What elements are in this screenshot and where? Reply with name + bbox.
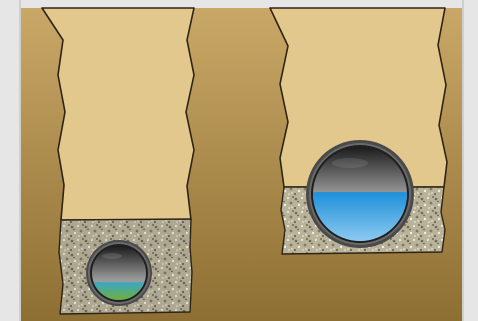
small-pipe [86, 240, 152, 306]
frame-left-edge [19, 0, 21, 321]
panel-narrow-trench-small-pipe [42, 8, 195, 315]
panel-wide-trench-large-pipe [270, 8, 447, 254]
large-pipe [306, 140, 414, 248]
frame-right-edge [462, 0, 464, 321]
narrow-trench-backfill [42, 8, 194, 220]
